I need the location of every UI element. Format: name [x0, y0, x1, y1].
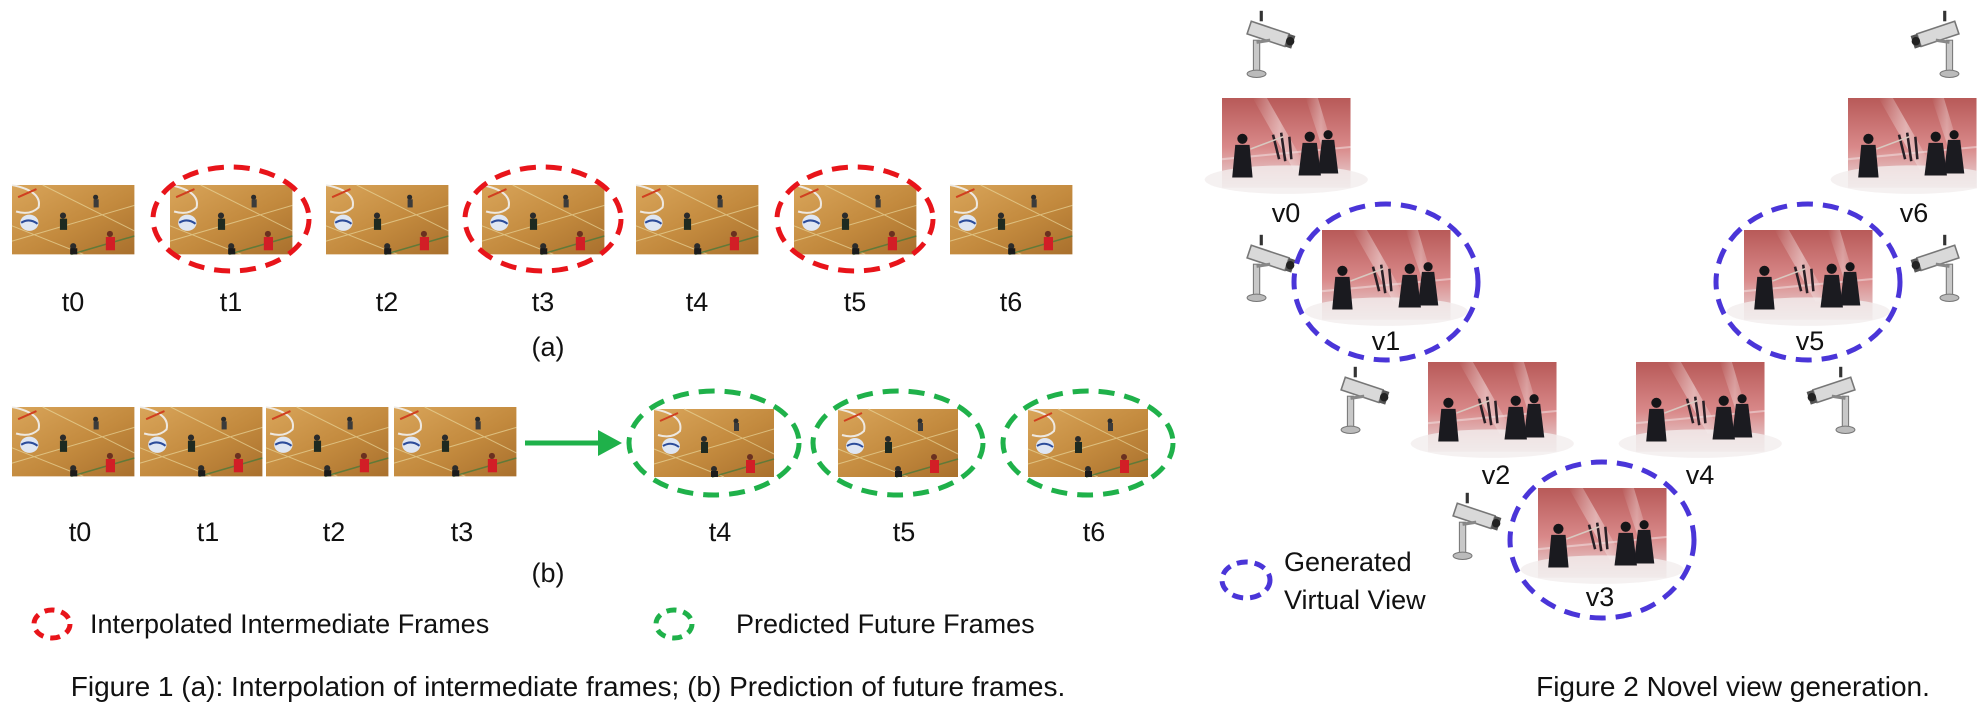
frame-a-t6 [948, 183, 1074, 256]
label-b-t6: t6 [1083, 517, 1106, 547]
row-a-sublabel: (a) [532, 332, 565, 362]
label-a-t1: t1 [220, 287, 243, 317]
legend-predicted-symbol [653, 607, 695, 641]
frame-b-t3 [392, 405, 518, 478]
view-frame-v0 [1203, 96, 1370, 196]
label-a-t4: t4 [686, 287, 709, 317]
frame-b-t4 [653, 408, 775, 478]
view-label-v6: v6 [1900, 198, 1929, 228]
frame-b-t6 [1027, 408, 1149, 478]
frame-a-t3 [480, 183, 606, 256]
view-frame-v6 [1829, 96, 1977, 196]
view-label-v1: v1 [1372, 326, 1401, 356]
view-frame-v4 [1617, 360, 1784, 460]
camera-icon [1451, 491, 1503, 562]
row-b-sublabel: (b) [532, 558, 565, 588]
label-b-t0: t0 [69, 517, 92, 547]
view-label-v0: v0 [1272, 198, 1301, 228]
label-a-t3: t3 [532, 287, 555, 317]
label-a-t5: t5 [844, 287, 867, 317]
virtual-view-marker-v1 [1291, 201, 1481, 363]
legend-virtual-view-line1: Generated [1284, 547, 1412, 577]
camera-icon [1807, 367, 1855, 434]
frame-b-t5 [837, 408, 959, 478]
frame-a-t2 [324, 183, 450, 256]
camera-icon [1339, 365, 1391, 436]
label-b-t2: t2 [323, 517, 346, 547]
frame-a-t5 [792, 183, 918, 256]
frame-b-t0 [10, 405, 136, 478]
view-frame-v5 [1725, 228, 1892, 328]
view-frame-v3 [1519, 486, 1686, 586]
figure-2-caption: Figure 2 Novel view generation. [1536, 671, 1930, 702]
legend-virtual-view-symbol [1219, 559, 1273, 601]
frame-a-t1 [168, 183, 294, 256]
interpolated-marker-t1 [150, 164, 312, 274]
predicted-marker-t5 [810, 388, 986, 498]
view-label-v5: v5 [1796, 326, 1825, 356]
prediction-arrowhead [598, 430, 622, 456]
label-a-t2: t2 [376, 287, 399, 317]
legend-interpolated-label: Interpolated Intermediate Frames [90, 609, 489, 639]
camera-icon [1911, 235, 1959, 302]
frame-b-t2 [264, 405, 390, 478]
view-frame-v2 [1409, 360, 1576, 460]
camera-icon [1245, 233, 1297, 304]
camera-icon [1245, 9, 1297, 80]
virtual-view-marker-v3 [1507, 459, 1697, 621]
view-label-v3: v3 [1586, 582, 1615, 612]
label-a-t0: t0 [62, 287, 85, 317]
figure-2: v0 v1 v2 v3 v4 v5 v6 [1203, 9, 1977, 621]
legend-virtual-view-line2: Virtual View [1284, 585, 1426, 615]
label-b-t1: t1 [197, 517, 220, 547]
interpolated-marker-t3 [462, 164, 624, 274]
view-frame-v1 [1303, 228, 1470, 328]
camera-icon [1911, 11, 1959, 78]
legend-predicted-label: Predicted Future Frames [736, 609, 1035, 639]
view-label-v4: v4 [1686, 460, 1715, 490]
label-b-t3: t3 [451, 517, 474, 547]
virtual-view-marker-v5 [1713, 201, 1903, 363]
interpolated-marker-t5 [774, 164, 936, 274]
predicted-marker-t4 [626, 388, 802, 498]
view-label-v2: v2 [1482, 460, 1511, 490]
legend-interpolated-symbol [31, 607, 73, 641]
frame-a-t0 [10, 183, 136, 256]
frame-b-t1 [138, 405, 264, 478]
label-a-t6: t6 [1000, 287, 1023, 317]
frame-a-t4 [634, 183, 760, 256]
predicted-marker-t6 [1000, 388, 1176, 498]
label-b-t5: t5 [893, 517, 916, 547]
figure-1-caption: Figure 1 (a): Interpolation of intermedi… [71, 671, 1065, 702]
figure-1: t0 t1 t2 t3 t4 t5 t6 t0 t1 t2 t3 t4 t5 t6 [10, 164, 1176, 547]
label-b-t4: t4 [709, 517, 732, 547]
